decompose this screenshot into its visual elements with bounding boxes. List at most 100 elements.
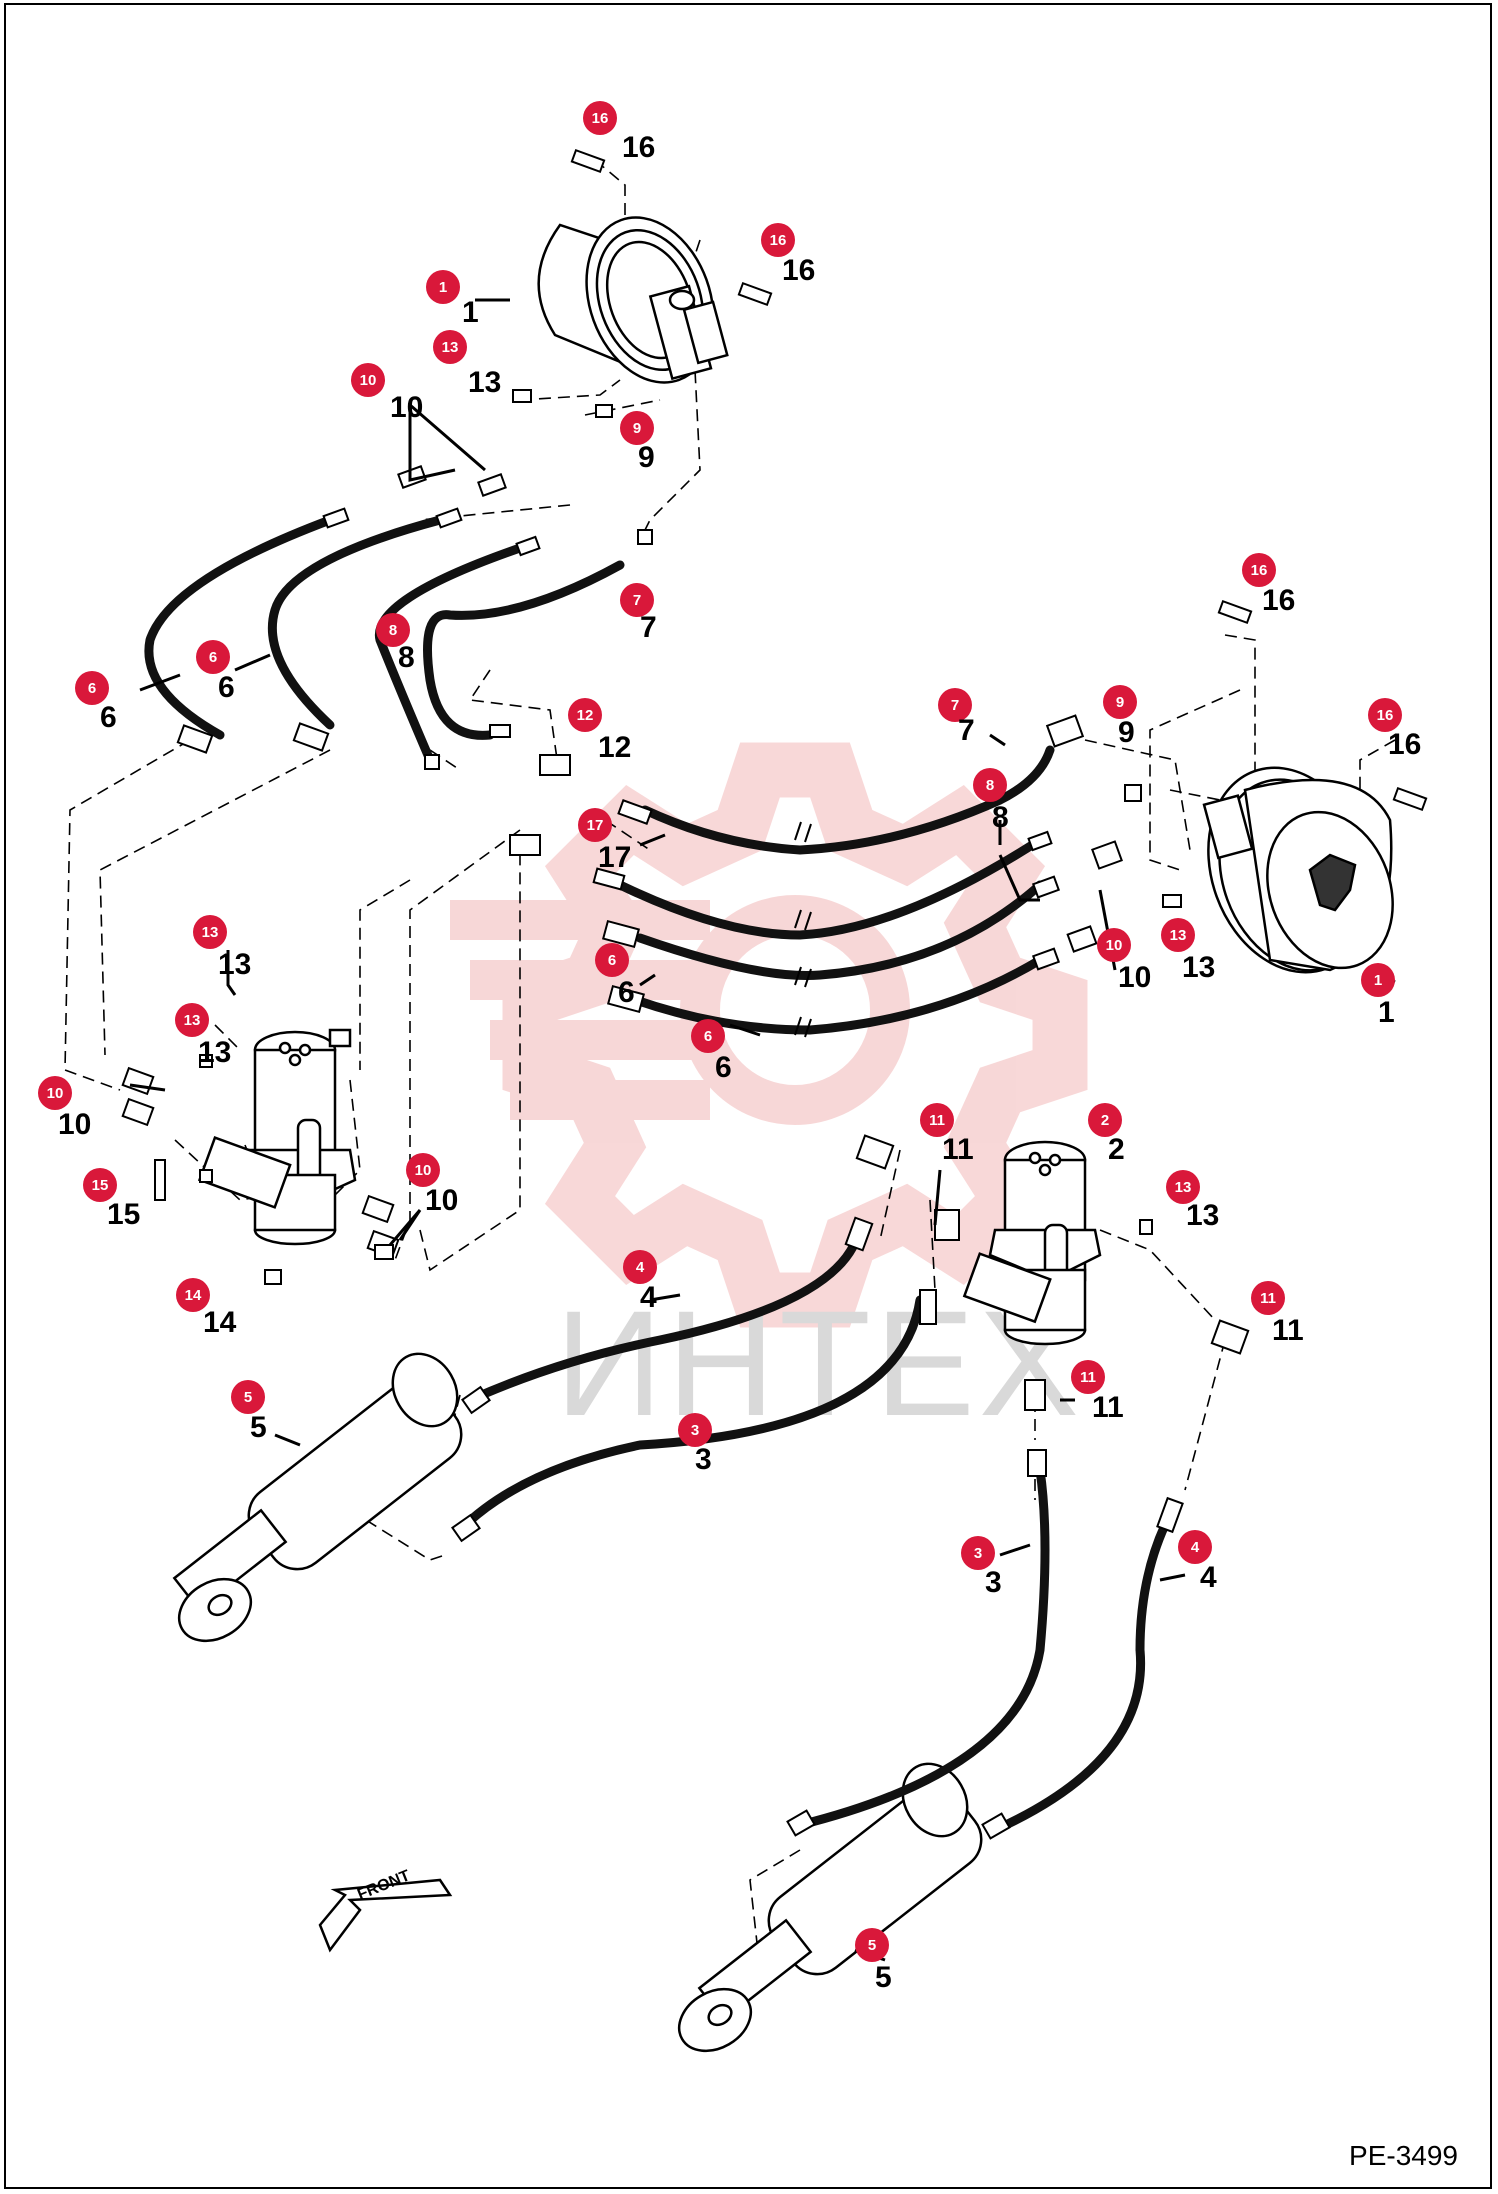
callout-ref-number: 16 [782, 254, 815, 287]
drive-motor-top [537, 216, 729, 384]
callout-ref-number: 1 [462, 296, 479, 329]
callout-badge-number: 1 [439, 279, 447, 296]
callout-badge-number: 6 [209, 649, 217, 666]
bolt-parts-right [1162, 599, 1428, 908]
callout-badge-number: 7 [633, 592, 641, 609]
callout-badge [973, 768, 1007, 802]
callout-ref-number: 3 [695, 1443, 712, 1476]
hydraulic-cylinder-left [172, 1352, 463, 1643]
callout-badge-number: 6 [88, 680, 96, 697]
callout-badge-number: 11 [1260, 1290, 1276, 1307]
bolt-parts-top [512, 148, 773, 418]
callout-badge [595, 943, 629, 977]
callout-badge [1161, 918, 1195, 952]
callout-badge [1242, 553, 1276, 587]
callout-ref-number: 11 [942, 1133, 974, 1166]
hydraulic-cylinder-right [677, 1762, 983, 2053]
callout-badge-number: 16 [1251, 562, 1268, 579]
callout-ref-number: 1 [1378, 996, 1395, 1029]
callout-ref-number: 13 [468, 366, 501, 399]
callout-ref-number: 6 [100, 701, 117, 734]
callout-badge-number: 4 [1191, 1539, 1200, 1556]
callout-ref-number: 13 [1182, 951, 1215, 984]
callout-badge [578, 808, 612, 842]
callout-ref-number: 10 [425, 1184, 458, 1217]
callout-badge-number: 17 [587, 817, 604, 834]
watermark-gear-logo [450, 742, 1088, 1328]
callout-ref-number: 16 [1388, 728, 1421, 761]
callout-badge [75, 671, 109, 705]
callout-badge [376, 613, 410, 647]
callout-c07: 77 [620, 583, 657, 644]
rotary-joint-right [962, 1140, 1102, 1346]
callout-ref-number: 4 [640, 1281, 657, 1314]
callout-badge-number: 15 [92, 1177, 109, 1194]
callout-badge-number: 5 [244, 1389, 252, 1406]
callout-badge [678, 1413, 712, 1447]
drive-motor-right [1202, 766, 1394, 974]
callout-badge-number: 12 [577, 707, 594, 724]
callout-badge [1361, 963, 1395, 997]
front-direction-arrow: FRONT [318, 1867, 453, 1953]
callout-badge-number: 13 [184, 1012, 201, 1029]
callout-badge [961, 1536, 995, 1570]
callout-badge-number: 13 [202, 924, 219, 941]
callout-badge [231, 1380, 265, 1414]
hydraulic-hoses [144, 515, 1170, 1835]
callout-c08: 88 [376, 613, 415, 674]
callout-badge-number: 13 [1170, 927, 1187, 944]
callout-badge-number: 8 [986, 777, 994, 794]
callout-badge [406, 1153, 440, 1187]
callout-badge-number: 8 [389, 622, 397, 639]
callout-badge [1368, 698, 1402, 732]
callout-ref-number: 5 [250, 1411, 267, 1444]
callout-badge-number: 9 [1116, 694, 1124, 711]
callout-ref-number: 9 [638, 441, 655, 474]
callout-badge [351, 363, 385, 397]
callout-ref-number: 10 [1118, 961, 1151, 994]
callout-ref-number: 7 [640, 611, 657, 644]
callout-badge-number: 11 [929, 1112, 945, 1129]
callout-ref-number: 11 [1272, 1314, 1304, 1347]
callout-c38: 44 [1178, 1530, 1217, 1594]
callout-c10: 66 [196, 640, 235, 704]
callout-ref-number: 16 [622, 131, 655, 164]
callout-ref-number: 10 [390, 391, 423, 424]
callout-badge-number: 3 [691, 1422, 699, 1439]
callout-badge-number: 11 [1080, 1369, 1096, 1386]
callout-c22: 11 [1361, 963, 1395, 1029]
callout-ref-number: 6 [618, 976, 635, 1009]
callout-badge [620, 583, 654, 617]
callout-badge-number: 4 [636, 1259, 645, 1276]
callout-c32: 44 [623, 1250, 657, 1314]
callout-c39: 55 [855, 1928, 892, 1994]
callout-badge [426, 270, 460, 304]
callout-badge [83, 1168, 117, 1202]
callout-badge-number: 14 [185, 1287, 202, 1304]
callout-ref-number: 2 [1108, 1133, 1125, 1166]
callout-badge-number: 6 [608, 952, 616, 969]
callout-badge [1097, 928, 1131, 962]
callout-ref-number: 6 [218, 671, 235, 704]
callout-badge-number: 9 [633, 420, 641, 437]
callout-badge-number: 16 [1377, 707, 1394, 724]
callout-c19: 66 [595, 943, 635, 1009]
callout-badge [691, 1019, 725, 1053]
callout-badge [1071, 1360, 1105, 1394]
callout-badge-number: 10 [47, 1085, 64, 1102]
callout-badge-number: 16 [592, 110, 609, 127]
callout-layer: 1616161611131310109977886666161677991616… [38, 101, 1421, 1994]
callout-badge-number: 2 [1101, 1112, 1109, 1129]
callout-ref-number: 10 [58, 1108, 91, 1141]
callout-badge [176, 1278, 210, 1312]
